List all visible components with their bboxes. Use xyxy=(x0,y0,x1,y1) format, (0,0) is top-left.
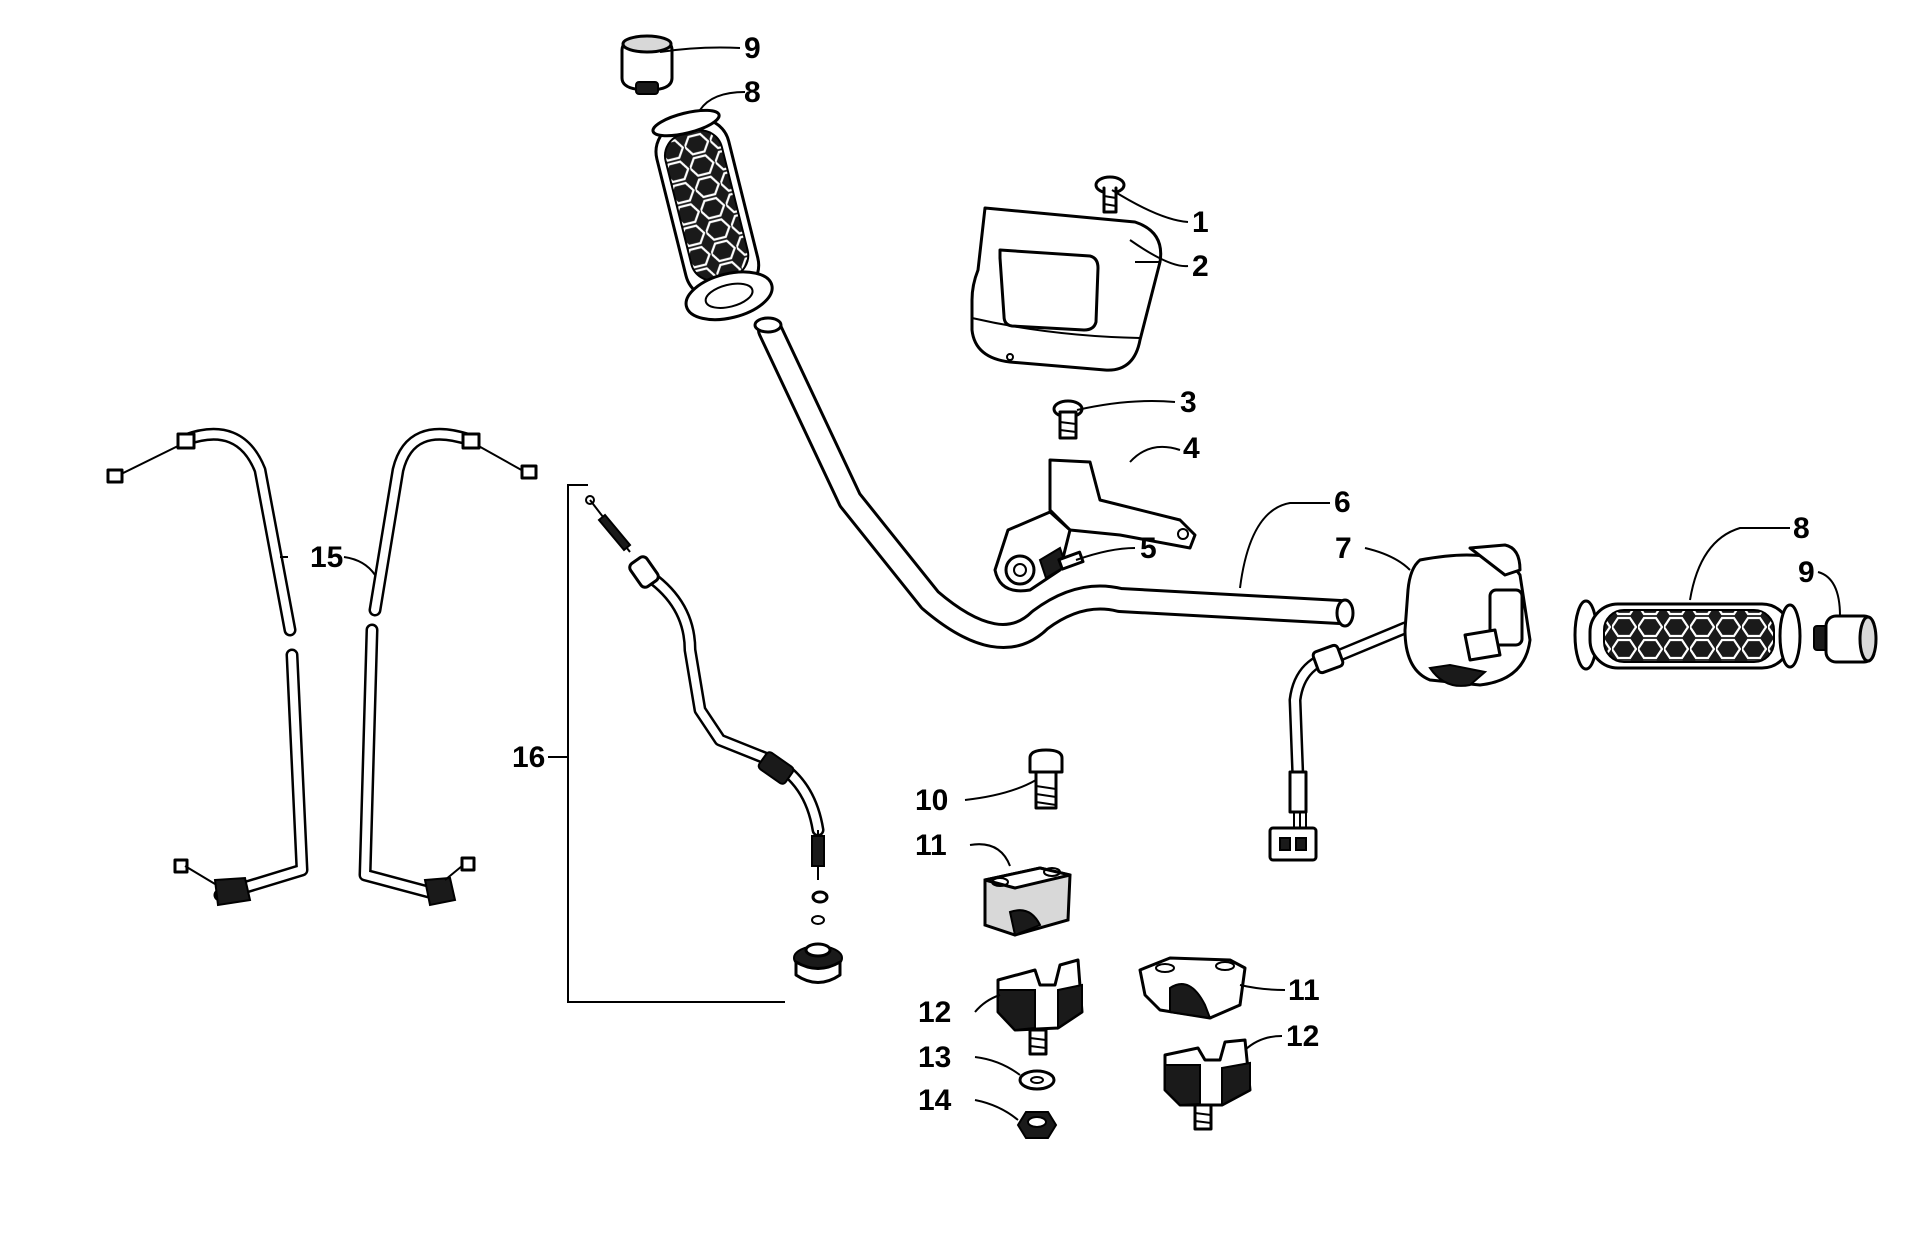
callout-14: 14 xyxy=(918,1084,952,1117)
callout-10: 10 xyxy=(915,784,948,817)
callout-1: 1 xyxy=(1192,206,1209,239)
callout-4: 4 xyxy=(1183,432,1200,465)
bar-end-right xyxy=(1813,614,1878,664)
callout-9-right: 9 xyxy=(1798,556,1815,589)
callout-15: 15 xyxy=(310,541,343,574)
throttle-cable xyxy=(585,495,843,984)
callout-8-left: 8 xyxy=(744,76,761,109)
instrument-pod xyxy=(970,206,1163,372)
nut-14 xyxy=(1016,1111,1058,1139)
riser-left xyxy=(996,958,1084,1056)
bolt-3 xyxy=(1052,399,1084,440)
handlebar xyxy=(753,316,1355,649)
callout-5: 5 xyxy=(1140,532,1157,565)
callout-9-left: 9 xyxy=(744,32,761,65)
grip-right xyxy=(1573,599,1802,671)
callout-12-right: 12 xyxy=(1286,1020,1319,1053)
callout-11-left: 11 xyxy=(915,829,947,862)
callout-2: 2 xyxy=(1192,250,1209,283)
screw-1 xyxy=(1094,175,1126,214)
callout-11-right: 11 xyxy=(1288,974,1320,1007)
brake-line-left xyxy=(106,427,309,907)
callout-13: 13 xyxy=(918,1041,951,1074)
bolt-10 xyxy=(1028,748,1064,810)
callout-8-right: 8 xyxy=(1793,512,1810,545)
bar-end-left xyxy=(620,34,674,95)
brake-line-right xyxy=(358,427,538,907)
callout-6: 6 xyxy=(1334,486,1351,519)
bracket xyxy=(993,458,1197,593)
grip-left xyxy=(651,108,774,322)
screw-5 xyxy=(1038,546,1085,580)
riser-right xyxy=(1163,1038,1252,1131)
callout-16: 16 xyxy=(512,741,545,774)
callout-12-left: 12 xyxy=(918,996,951,1029)
clamp-upper-left xyxy=(983,866,1072,937)
group-bracket-16 xyxy=(548,484,785,1003)
callout-3: 3 xyxy=(1180,386,1197,419)
washer-13 xyxy=(1018,1069,1056,1091)
switch-housing xyxy=(1268,543,1532,862)
clamp-upper-right xyxy=(1138,956,1247,1020)
leader-lines xyxy=(280,46,1841,1121)
callout-labels: 9 8 1 2 3 4 5 6 7 8 9 10 11 12 13 14 11 … xyxy=(310,32,1815,1117)
callout-7: 7 xyxy=(1335,532,1352,565)
